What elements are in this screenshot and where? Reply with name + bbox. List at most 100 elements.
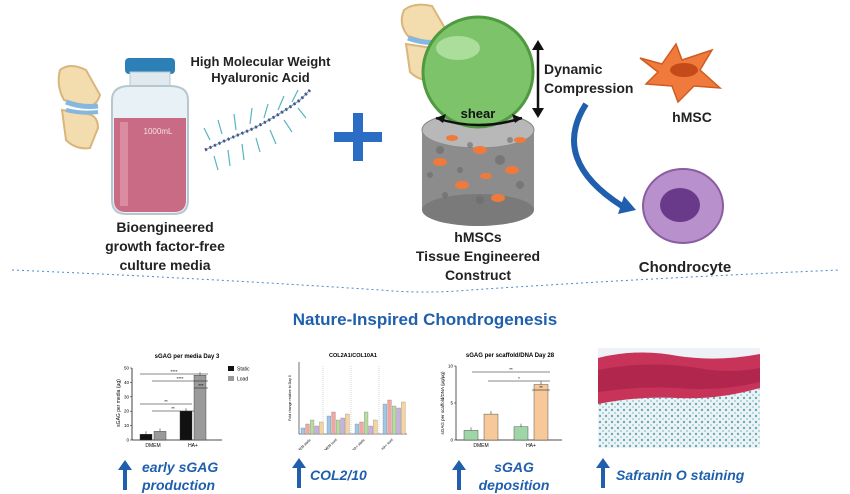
sig-3: ***	[198, 383, 204, 388]
c2-bar-1-3	[340, 417, 345, 435]
compression-sphere-icon	[421, 15, 535, 129]
c2-bar-2-4	[373, 419, 378, 435]
c1-bar-0-1	[153, 431, 167, 441]
hmsc-label: hMSC	[672, 109, 712, 125]
chondrocyte-cell-icon	[642, 168, 724, 244]
legend-load: Load	[237, 377, 248, 383]
c2-bar-3-4	[401, 401, 406, 435]
media-label-line-3: culture media	[119, 257, 211, 273]
c2-bar-0-2	[310, 419, 315, 435]
c1-bar-0-0	[139, 434, 153, 441]
c3-bar-1-0	[513, 426, 529, 441]
c2-bar-2-0	[354, 423, 359, 435]
legend-load-swatch	[228, 376, 234, 381]
c2-bar-2-3	[368, 425, 373, 435]
up-arrow-icon-3	[452, 460, 466, 490]
shear-arrow-icon	[435, 114, 523, 127]
up-arrow-icon-4	[596, 458, 610, 488]
up-arrow-icon-2	[292, 458, 306, 488]
chart2-ylabel: Fold change relative to Day 0	[288, 375, 292, 421]
c1-ytick-3: 30	[124, 394, 130, 399]
c3-ytick-1: 5	[450, 401, 453, 406]
c2-cat-1: DMEM load	[322, 438, 338, 450]
sig-1: ****	[170, 369, 177, 374]
construct-label: hMSCs Tissue Engineered Construct	[408, 228, 548, 285]
c3-bar-0-1	[483, 413, 499, 441]
media-label-line-2: growth factor-free	[105, 238, 225, 254]
c1-bar-1-1	[193, 375, 207, 441]
dynamic-label-line-1: Dynamic	[544, 61, 603, 77]
chart-sgag-scaffold: sGAG per scaffold/DNA Day 28 sGAG per sc…	[440, 353, 562, 448]
c1-ytick-0: 0	[126, 438, 129, 443]
c2-bar-0-1	[305, 423, 310, 435]
dynamic-compression-label: Dynamic Compression	[544, 60, 639, 98]
sig3-1: **	[509, 367, 513, 372]
result-label-2: COL2/10	[310, 467, 367, 483]
c1-ytick-4: 40	[124, 380, 130, 385]
c2-bar-1-1	[331, 411, 336, 435]
c2-cat-0: DMEM static	[295, 438, 312, 450]
plus-icon	[334, 113, 382, 161]
legend-static-swatch	[228, 366, 234, 371]
result-1-line-2: production	[142, 477, 216, 493]
chart-col2-col10: COL2A1/COL10A1 Fold change relative to D…	[288, 353, 407, 450]
result-label-4: Safranin O staining	[616, 467, 745, 483]
bottle-volume-label: 1000mL	[144, 127, 173, 136]
shear-label: shear	[461, 106, 496, 121]
hmsc-cell-icon	[639, 42, 723, 104]
media-label-line-1: Bioengineered	[116, 219, 214, 235]
legend-static: Static	[237, 367, 250, 373]
chart2-bars	[300, 399, 406, 435]
construct-label-line-2: Tissue Engineered	[415, 248, 541, 264]
c2-bar-1-2	[336, 419, 341, 435]
chart1-ylabel: sGAG per media (μg)	[116, 379, 122, 427]
c3-ytick-2: 10	[448, 364, 454, 369]
c3-cat-0: DMEM	[473, 443, 488, 448]
dynamic-label-line-2: Compression	[544, 80, 634, 96]
construct-label-line-3: Construct	[444, 267, 512, 283]
result-3-line-1: sGAG	[494, 459, 534, 475]
result-label-3: sGAG deposition	[474, 458, 554, 494]
c1-ytick-2: 20	[124, 409, 130, 414]
c2-bar-0-4	[319, 421, 324, 435]
chart1-significance: **** **** *** ** **	[140, 369, 208, 412]
chart3-title: sGAG per scaffold/DNA Day 28	[466, 353, 555, 359]
sig3-3: **	[539, 385, 543, 390]
chondrocyte-label: Chondrocyte	[638, 259, 732, 276]
sig-5: **	[171, 406, 175, 411]
section-title: Nature-Inspired Chondrogenesis	[292, 310, 558, 329]
c2-bar-3-0	[382, 403, 387, 435]
chart1-title: sGAG per media Day 3	[155, 354, 220, 360]
c1-cat-1: HA+	[188, 443, 198, 448]
c2-bar-0-3	[314, 425, 319, 435]
scaffold-construct-icon	[421, 111, 535, 226]
c2-bar-1-0	[326, 415, 331, 435]
media-label: Bioengineered growth factor-free culture…	[95, 218, 235, 275]
result-3-line-2: deposition	[478, 477, 550, 493]
c3-cat-1: HA+	[526, 443, 536, 448]
hyaluronic-acid-chain-icon	[203, 88, 312, 171]
sig3-2: *	[518, 376, 520, 381]
chart-sgag-media: sGAG per media Day 3 sGAG per media (μg)…	[116, 354, 250, 448]
compression-arrow-icon	[532, 40, 544, 118]
c3-bar-0-0	[463, 430, 479, 441]
c1-cat-0: DMEM	[145, 443, 160, 448]
c2-bar-3-1	[387, 399, 392, 435]
knee-joint-icon	[57, 65, 102, 150]
construct-label-line-1: hMSCs	[454, 229, 502, 245]
sig-4: **	[164, 399, 168, 404]
c1-ytick-5: 50	[124, 366, 130, 371]
differentiation-arrow-icon	[571, 102, 636, 214]
safranin-o-staining-image	[598, 348, 760, 448]
c3-ytick-0: 0	[450, 438, 453, 443]
chart2-title: COL2A1/COL10A1	[329, 353, 377, 359]
c2-bar-2-2	[364, 411, 369, 435]
c3-bar-1-1	[533, 384, 549, 441]
chart3-ylabel: sGAG per scaffold/DNA (μg/μg)	[440, 371, 445, 434]
section-divider	[11, 269, 841, 293]
chart1-legend: Static Load	[228, 366, 250, 383]
c2-cat-2: HA+ static	[352, 438, 366, 450]
culture-media-bottle-icon: 1000mL	[111, 58, 189, 215]
c2-bar-1-4	[345, 413, 350, 435]
result-1-line-1: early sGAG	[142, 459, 219, 475]
